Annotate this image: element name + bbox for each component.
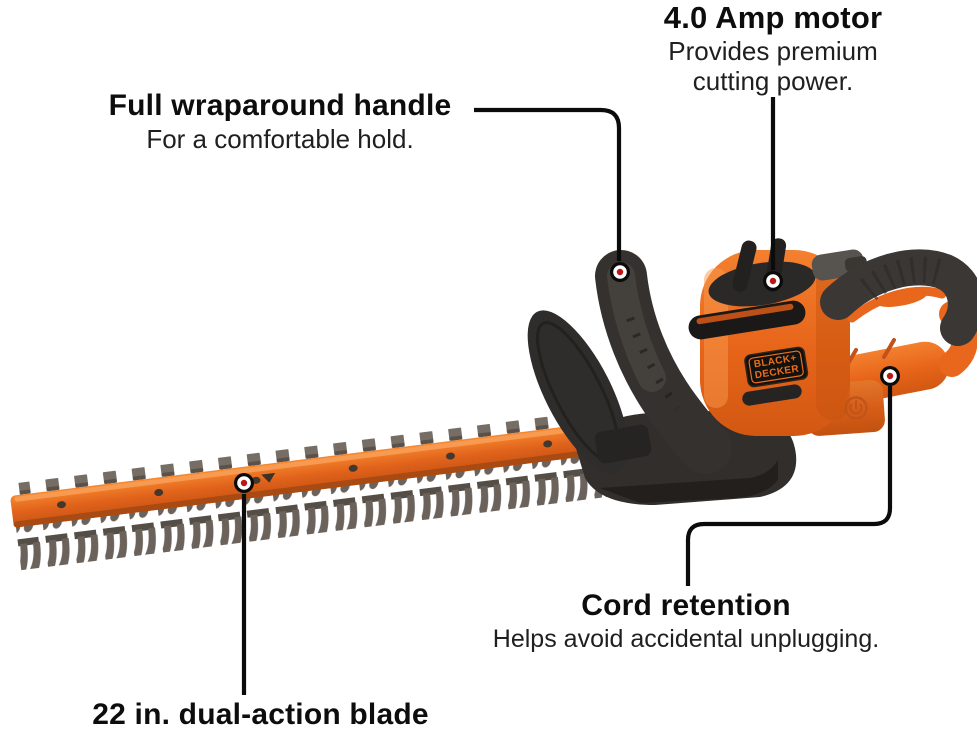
grip-accent: [877, 291, 927, 307]
callout-amp-motor: 4.0 Amp motor Provides premium cutting p…: [608, 1, 938, 96]
brand-label: BLACK+ DECKER: [744, 346, 809, 388]
marker-blade: [234, 473, 254, 493]
motor-housing: BLACK+ DECKER: [688, 238, 868, 436]
callout-line-wraparound-handle: [474, 107, 622, 261]
callout-title: 4.0 Amp motor: [663, 0, 883, 35]
power-symbol-icon: [844, 396, 868, 420]
callout-lines: [241, 97, 893, 695]
marker-wraparound-handle: [610, 262, 630, 282]
hand-guard: [527, 310, 652, 474]
marker-cord-retention: [880, 366, 900, 386]
callout-title: Cord retention: [581, 589, 791, 622]
vent-slots: [688, 300, 806, 406]
callout-description: For a comfortable hold.: [146, 124, 414, 155]
callout-markers: [234, 262, 900, 493]
callout-title: Full wraparound handle: [108, 89, 452, 122]
blade-rivets: [56, 440, 553, 509]
callout-blade: 22 in. dual-action blade: [68, 698, 453, 731]
callout-description: Helps avoid accidental unplugging.: [492, 625, 880, 654]
callout-cord-retention: Cord retention Helps avoid accidental un…: [462, 589, 910, 654]
callout-title: 22 in. dual-action blade: [92, 698, 429, 731]
callout-description: Provides premium cutting power.: [668, 36, 878, 96]
front-handle: [595, 250, 732, 474]
rear-grip: [820, 249, 977, 377]
blade-bar: [10, 410, 627, 571]
callout-wraparound-handle: Full wraparound handle For a comfortable…: [88, 89, 472, 155]
marker-amp-motor: [763, 271, 783, 291]
callout-line-cord-retention: [685, 386, 893, 586]
